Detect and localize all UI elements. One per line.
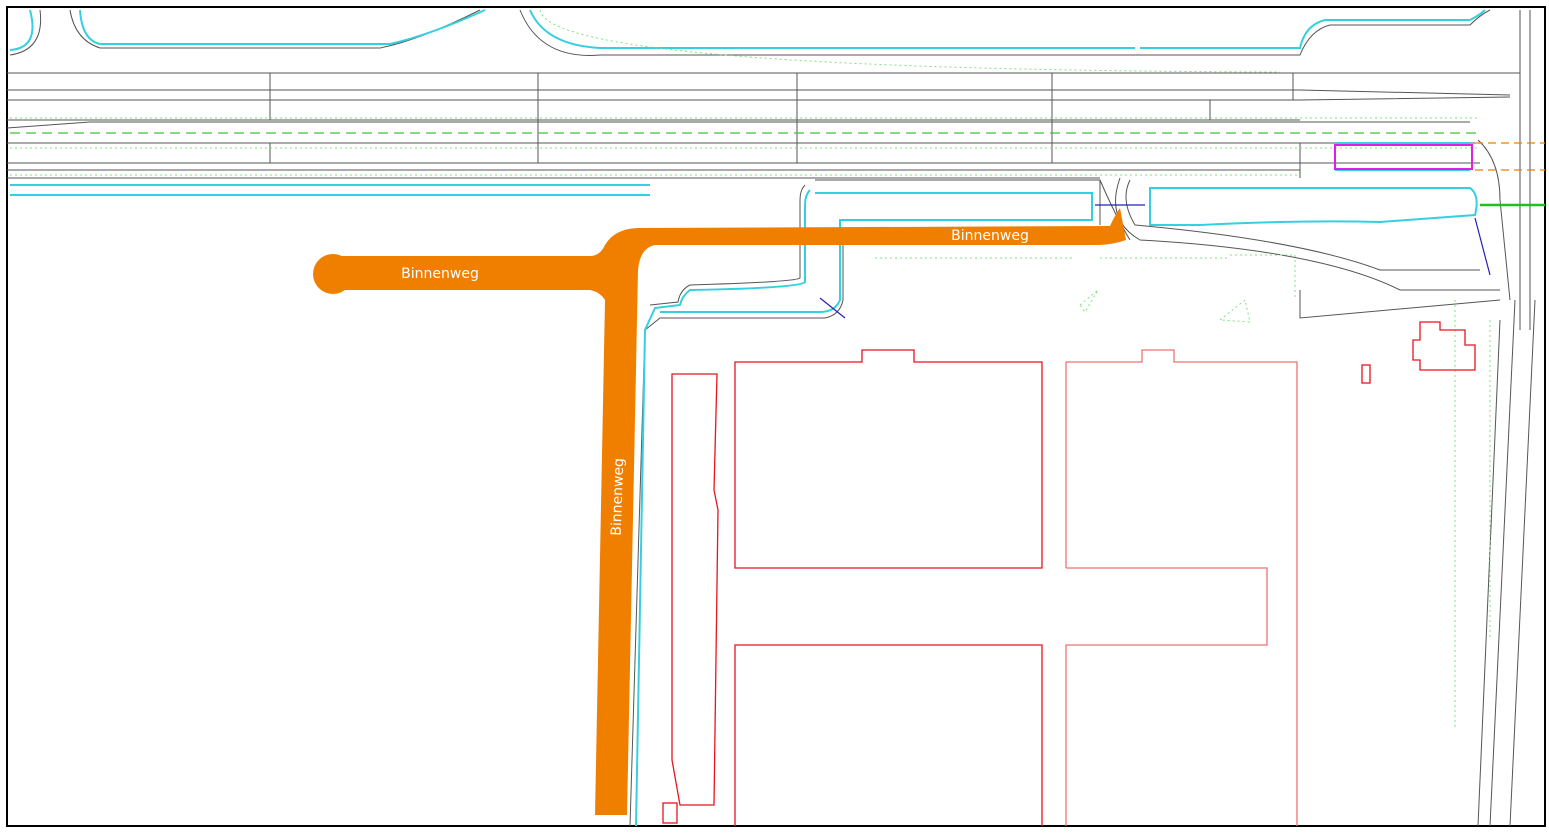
buildings-light bbox=[1065, 349, 1298, 826]
map-frame bbox=[6, 6, 1546, 827]
binnenweg-road bbox=[313, 208, 1126, 815]
orange-dashed-lines bbox=[1475, 142, 1545, 171]
crossings bbox=[819, 204, 1491, 319]
road-label-north: Binnenweg bbox=[951, 228, 1029, 244]
buildings bbox=[662, 321, 1476, 826]
parking-area bbox=[1334, 144, 1473, 170]
waterways bbox=[9, 9, 1486, 827]
road-label-vertical: Binnenweg bbox=[609, 458, 628, 536]
road-label-west: Binnenweg bbox=[401, 266, 479, 282]
vegetation bbox=[10, 9, 1491, 730]
